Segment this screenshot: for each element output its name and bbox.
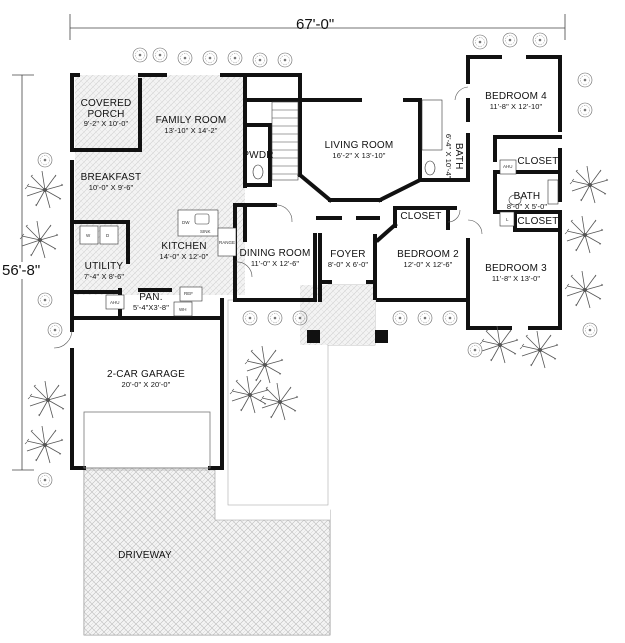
dining-room-label: DINING ROOM 11'-0" X 12'-6" xyxy=(236,248,314,268)
living-room-label: LIVING ROOM 16'-2" X 13'-10" xyxy=(316,140,402,160)
garage-label: 2-CAR GARAGE 20'-0" X 20'-0" xyxy=(96,369,196,389)
door-swings xyxy=(53,86,483,349)
living-room-name: LIVING ROOM xyxy=(324,140,394,151)
foyer-label: FOYER 8'-0" X 6'-0" xyxy=(322,249,374,269)
kitchen-label: KITCHEN 14'-0" X 12'-0" xyxy=(148,241,220,261)
utility-label: UTILITY 7'-4" X 8'-6" xyxy=(76,261,132,281)
garage-name: 2-CAR GARAGE xyxy=(107,369,185,380)
closet-3-label: CLOSET xyxy=(516,216,560,228)
bedroom-2-size: 12'-0" X 12'-6" xyxy=(403,259,453,269)
pantry-size: 5'-4"X3'-8" xyxy=(133,302,169,312)
garage-door xyxy=(83,411,211,469)
linen-tag: L xyxy=(506,217,509,222)
family-room-label: FAMILY ROOM 13'-10" X 14'-2" xyxy=(150,115,232,135)
foyer-size: 8'-0" X 6'-0" xyxy=(327,259,369,269)
closet-3-name: CLOSET xyxy=(517,216,559,227)
utility-size: 7'-4" X 8'-6" xyxy=(83,271,125,281)
kitchen-name: KITCHEN xyxy=(161,241,207,252)
fixtures xyxy=(79,99,559,317)
bath-1-name: BATH xyxy=(453,142,465,170)
bedroom-4-size: 11'-8" X 12'-10" xyxy=(489,101,543,111)
bath-2-size: 8'-0" X 5'-0" xyxy=(506,201,548,211)
range-tag: RANGE xyxy=(219,240,236,245)
driveway-name: DRIVEWAY xyxy=(118,550,172,561)
bedroom-2-name: BEDROOM 2 xyxy=(397,249,459,260)
depth-dimension: 56'-8" xyxy=(2,262,41,279)
air-handler-tag: AHU xyxy=(110,300,120,305)
closet-2-name: CLOSET xyxy=(400,211,442,222)
covered-porch-name-line1: COVERED xyxy=(80,98,132,109)
refrigerator-tag: REF xyxy=(184,291,193,296)
dishwasher-tag: DW xyxy=(182,220,190,225)
closet-1-name: CLOSET xyxy=(517,156,559,167)
washer-tag: W xyxy=(86,233,91,238)
sink-tag: SINK xyxy=(200,229,211,234)
bedroom-3-name: BEDROOM 3 xyxy=(485,263,547,274)
foyer-name: FOYER xyxy=(330,249,366,260)
garage-size: 20'-0" X 20'-0" xyxy=(121,379,171,389)
family-room-name: FAMILY ROOM xyxy=(155,115,227,126)
breakfast-size: 10'-0" X 9'-6" xyxy=(88,182,134,192)
dining-room-name: DINING ROOM xyxy=(239,248,311,259)
closet-2-label: CLOSET xyxy=(398,211,444,223)
width-dimension: 67'-0" xyxy=(296,16,335,33)
bedroom-4-name: BEDROOM 4 xyxy=(485,91,547,102)
bath-1-size: 6'-4" X 10'-4" xyxy=(444,133,454,179)
water-heater-tag: WH xyxy=(179,307,187,312)
breakfast-label: BREAKFAST 10'-0" X 9'-6" xyxy=(76,172,146,192)
air-handler-2-tag: AHU xyxy=(503,164,513,169)
family-room-size: 13'-10" X 14'-2" xyxy=(164,125,218,135)
kitchen-size: 14'-0" X 12'-0" xyxy=(159,251,209,261)
bath-1-label: BATH 6'-4" X 10'-4" xyxy=(444,131,465,181)
living-room-size: 16'-2" X 13'-10" xyxy=(332,150,386,160)
bedroom-3-label: BEDROOM 3 11'-8" X 13'-0" xyxy=(476,263,556,283)
driveway-label: DRIVEWAY xyxy=(110,550,180,562)
driveway-paving xyxy=(83,284,376,636)
covered-porch-name-line2: PORCH xyxy=(87,108,125,120)
covered-porch-size: 9'-2" X 10'-0" xyxy=(83,119,129,128)
dryer-tag: D xyxy=(106,233,110,238)
closet-1-label: CLOSET xyxy=(516,156,560,168)
utility-name: UTILITY xyxy=(84,261,124,272)
bedroom-2-label: BEDROOM 2 12'-0" X 12'-6" xyxy=(390,249,466,269)
bath-2-label: BATH 8'-0" X 5'-0" xyxy=(498,191,556,211)
columns xyxy=(307,330,388,343)
bedroom-3-size: 11'-8" X 13'-0" xyxy=(491,273,541,283)
pantry-name: PAN. xyxy=(139,292,163,303)
covered-porch-label: COVERED PORCH 9'-2" X 10'-0" xyxy=(76,98,136,128)
bedroom-4-label: BEDROOM 4 11'-8" X 12'-10" xyxy=(476,91,556,111)
stairs xyxy=(271,101,299,181)
pantry-label: PAN. 5'-4"X3'-8" xyxy=(128,292,174,312)
powder-label: PWDR xyxy=(238,150,278,162)
bath-2-name: BATH xyxy=(513,191,541,202)
dining-room-size: 11'-0" X 12'-6" xyxy=(250,258,300,268)
breakfast-name: BREAKFAST xyxy=(80,172,142,183)
powder-name: PWDR xyxy=(242,150,274,161)
tile-floor xyxy=(75,75,375,345)
